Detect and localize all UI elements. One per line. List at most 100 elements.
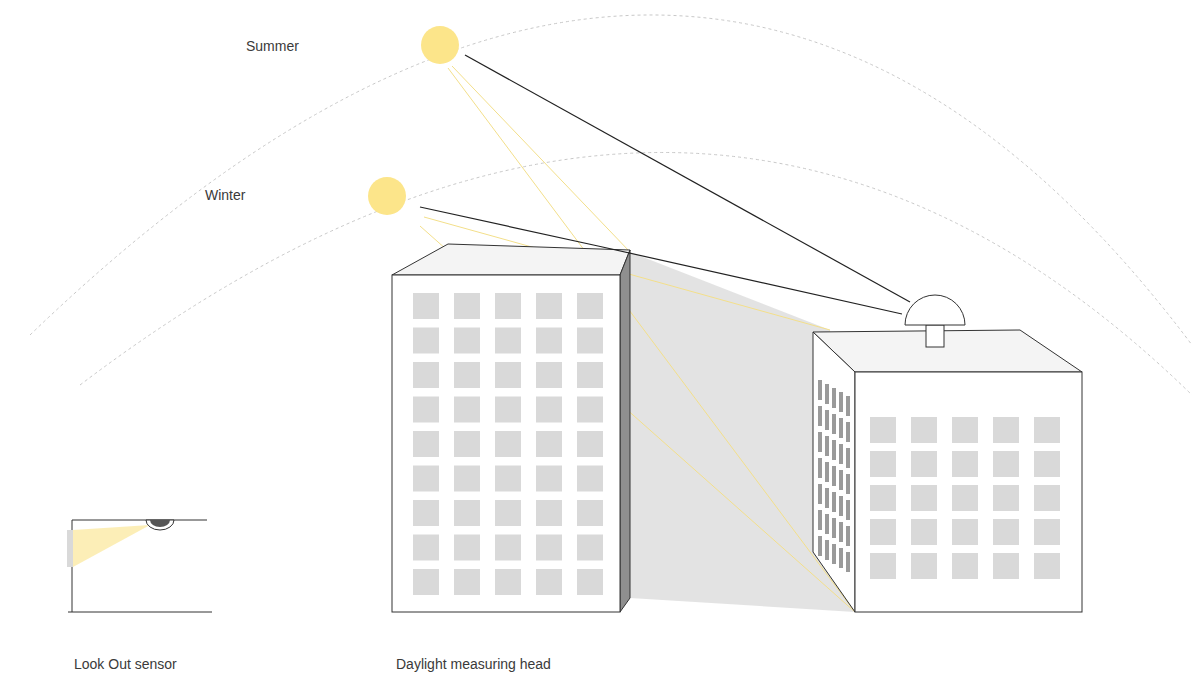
window-grid bbox=[870, 417, 1060, 579]
window bbox=[911, 553, 937, 579]
window bbox=[911, 417, 937, 443]
window bbox=[577, 431, 603, 457]
window bbox=[832, 388, 836, 408]
window bbox=[846, 526, 850, 546]
window bbox=[870, 519, 896, 545]
sensor-field bbox=[73, 525, 150, 567]
window bbox=[993, 417, 1019, 443]
window bbox=[1034, 417, 1060, 443]
window bbox=[818, 380, 822, 400]
window bbox=[825, 540, 829, 560]
window bbox=[495, 328, 521, 354]
window bbox=[495, 397, 521, 423]
window bbox=[952, 451, 978, 477]
window bbox=[413, 362, 439, 388]
caption-label: Daylight measuring head bbox=[396, 656, 551, 673]
window bbox=[454, 397, 480, 423]
window bbox=[413, 431, 439, 457]
window bbox=[454, 535, 480, 561]
winter-sun bbox=[368, 177, 406, 215]
window bbox=[825, 462, 829, 482]
window bbox=[1034, 451, 1060, 477]
building-roof bbox=[392, 244, 630, 275]
window bbox=[818, 510, 822, 530]
daylight-measuring-head bbox=[905, 295, 965, 325]
window bbox=[536, 328, 562, 354]
window bbox=[1034, 553, 1060, 579]
wall bbox=[72, 520, 73, 530]
window bbox=[993, 451, 1019, 477]
window bbox=[818, 484, 822, 504]
window bbox=[870, 553, 896, 579]
window bbox=[536, 500, 562, 526]
window bbox=[839, 418, 843, 438]
window bbox=[454, 293, 480, 319]
window bbox=[454, 431, 480, 457]
side-window-grid bbox=[818, 380, 850, 572]
window bbox=[825, 514, 829, 534]
window bbox=[846, 500, 850, 520]
window bbox=[454, 569, 480, 595]
window bbox=[1034, 485, 1060, 511]
window bbox=[911, 451, 937, 477]
window bbox=[536, 569, 562, 595]
window bbox=[413, 500, 439, 526]
wall bbox=[72, 567, 73, 612]
window bbox=[839, 444, 843, 464]
look-out-sensor bbox=[146, 520, 174, 530]
window bbox=[993, 519, 1019, 545]
window bbox=[495, 500, 521, 526]
sight-line bbox=[420, 207, 902, 314]
window bbox=[839, 392, 843, 412]
sun-ray bbox=[452, 66, 630, 252]
window bbox=[495, 535, 521, 561]
window bbox=[454, 500, 480, 526]
window bbox=[993, 553, 1019, 579]
window bbox=[832, 518, 836, 538]
sight-line bbox=[465, 55, 910, 302]
window bbox=[839, 522, 843, 542]
window bbox=[825, 410, 829, 430]
window bbox=[832, 466, 836, 486]
window bbox=[818, 432, 822, 452]
window bbox=[846, 396, 850, 416]
window bbox=[832, 440, 836, 460]
window bbox=[577, 397, 603, 423]
window bbox=[495, 293, 521, 319]
window bbox=[911, 485, 937, 511]
window bbox=[846, 422, 850, 442]
window bbox=[577, 535, 603, 561]
window bbox=[818, 406, 822, 426]
window bbox=[839, 496, 843, 516]
window bbox=[870, 451, 896, 477]
window bbox=[825, 384, 829, 404]
window bbox=[495, 362, 521, 388]
window bbox=[911, 519, 937, 545]
window bbox=[870, 485, 896, 511]
window bbox=[413, 535, 439, 561]
window bbox=[536, 293, 562, 319]
window bbox=[839, 548, 843, 568]
window bbox=[413, 293, 439, 319]
window bbox=[454, 362, 480, 388]
window bbox=[870, 417, 896, 443]
window-grid bbox=[413, 293, 603, 595]
window bbox=[536, 362, 562, 388]
window bbox=[952, 485, 978, 511]
window bbox=[846, 474, 850, 494]
window bbox=[536, 431, 562, 457]
window bbox=[577, 569, 603, 595]
window bbox=[832, 492, 836, 512]
window bbox=[536, 397, 562, 423]
window bbox=[454, 466, 480, 492]
window bbox=[536, 466, 562, 492]
window bbox=[495, 466, 521, 492]
window bbox=[993, 485, 1019, 511]
window bbox=[495, 431, 521, 457]
floor bbox=[68, 612, 212, 613]
window bbox=[577, 466, 603, 492]
summer-sun bbox=[421, 26, 459, 64]
caption-label: Look Out sensor bbox=[74, 656, 177, 673]
sensor-stem bbox=[926, 325, 944, 347]
